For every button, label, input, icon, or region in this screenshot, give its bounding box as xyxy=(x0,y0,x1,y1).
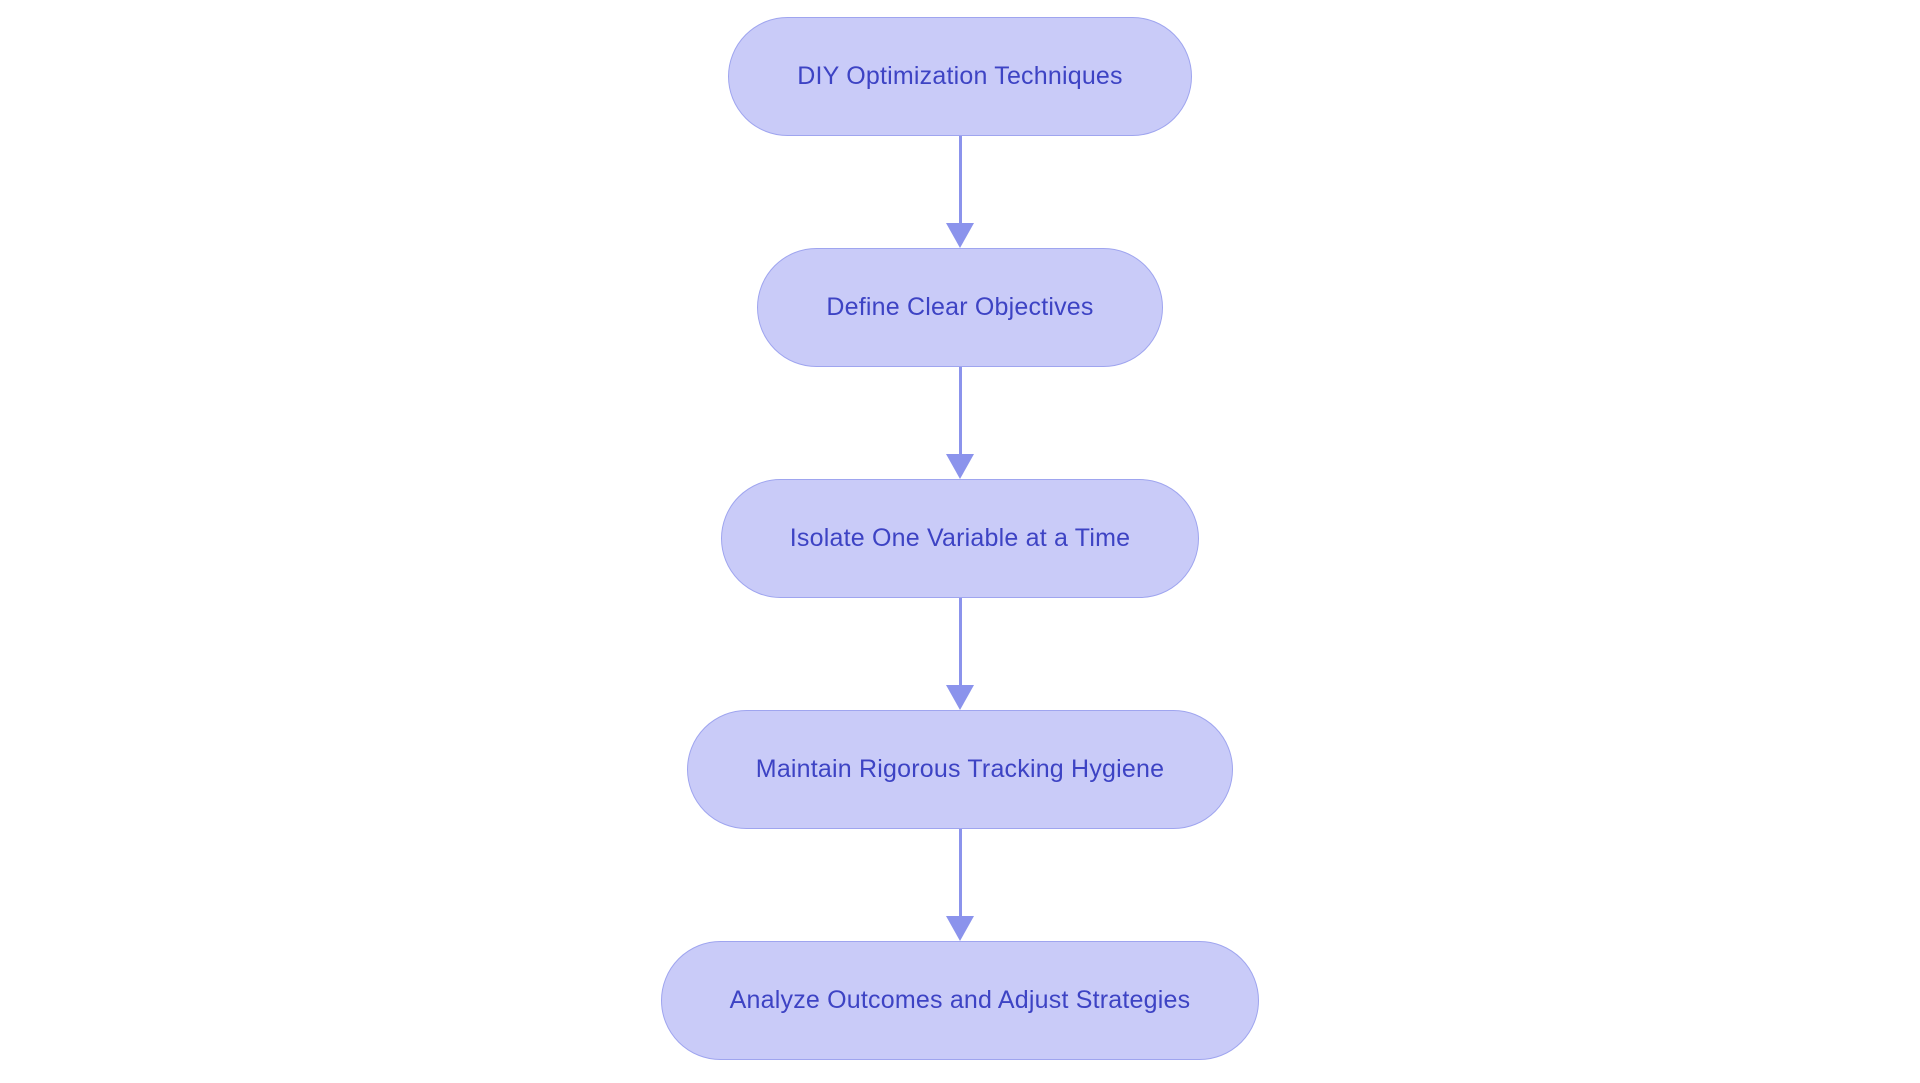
arrow-head-icon xyxy=(946,916,974,941)
flow-node-n5: Analyze Outcomes and Adjust Strategies xyxy=(660,941,1260,1060)
arrow-shaft xyxy=(958,136,962,224)
flow-arrow xyxy=(946,829,974,941)
flow-node-label: Define Clear Objectives xyxy=(826,293,1094,321)
arrow-shaft xyxy=(958,598,962,686)
flow-arrow xyxy=(946,136,974,248)
flow-node-label: DIY Optimization Techniques xyxy=(797,62,1123,90)
flow-arrow xyxy=(946,367,974,479)
flow-node-label: Isolate One Variable at a Time xyxy=(789,524,1131,552)
arrow-head-icon xyxy=(946,223,974,248)
flow-node-label: Analyze Outcomes and Adjust Strategies xyxy=(729,986,1191,1014)
flow-node-n2: Define Clear Objectives xyxy=(757,248,1163,367)
flow-node-label: Maintain Rigorous Tracking Hygiene xyxy=(755,755,1165,783)
flow-node-n3: Isolate One Variable at a Time xyxy=(720,479,1200,598)
flow-node-n4: Maintain Rigorous Tracking Hygiene xyxy=(686,710,1234,829)
arrow-shaft xyxy=(958,367,962,455)
arrow-head-icon xyxy=(946,685,974,710)
arrow-head-icon xyxy=(946,454,974,479)
arrow-shaft xyxy=(958,829,962,917)
flow-node-n1: DIY Optimization Techniques xyxy=(728,17,1192,136)
flow-arrow xyxy=(946,598,974,710)
